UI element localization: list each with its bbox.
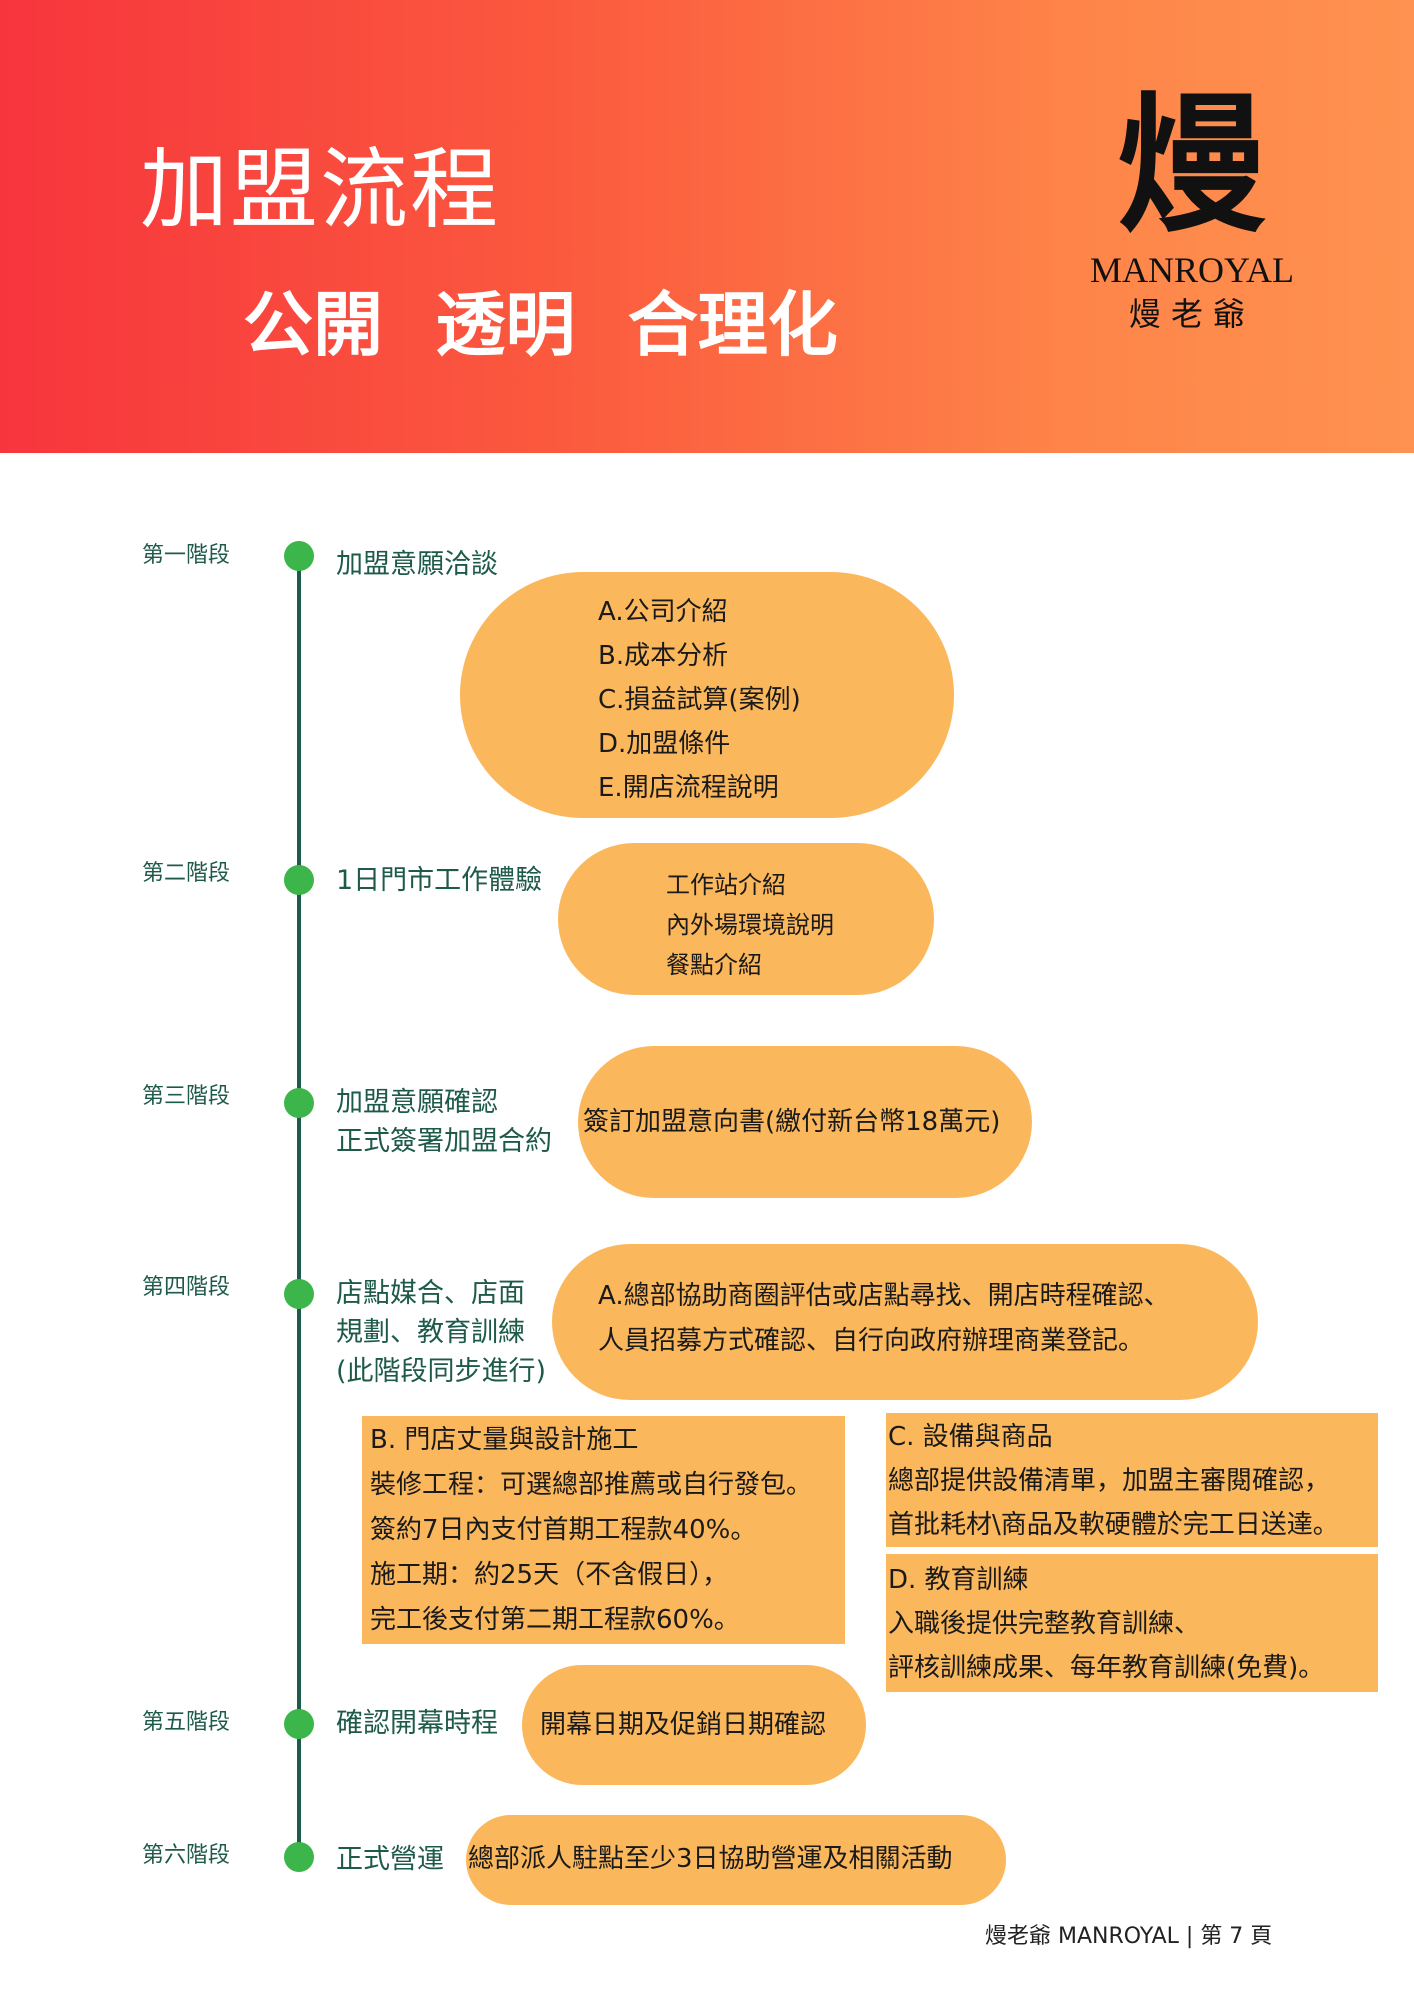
timeline-dot [284,865,314,895]
stage-label: 第三階段 [142,1084,231,1109]
detail-line: 簽訂加盟意向書(繳付新台幣18萬元) [583,1107,1001,1137]
detail-pill: 簽訂加盟意向書(繳付新台幣18萬元) [578,1046,1032,1198]
stage-title-line: 加盟意願確認 [336,1087,498,1118]
detail-line: 餐點介紹 [666,951,762,979]
stage-title: 確認開幕時程 [336,1704,498,1743]
stage-label: 第五階段 [142,1710,231,1735]
box-line: 簽約7日內支付首期工程款40%。 [370,1515,757,1545]
box-line: 總部提供設備清單，加盟主審閱確認， [888,1466,1331,1496]
header-banner: 加盟流程 公開 透明 合理化 熳 MANROYAL 熳老爺 [0,0,1414,453]
logo-glyph: 熳 [1116,77,1267,253]
stage-title-line: 正式簽署加盟合約 [336,1126,552,1157]
brand-logo: 熳 MANROYAL 熳老爺 [1062,90,1322,350]
stage-title-line: 店點媒合、店面 [336,1278,525,1309]
logo-english-name: MANROYAL [1089,250,1294,290]
detail-line: D.加盟條件 [598,729,731,759]
stage-title: 加盟意願確認 正式簽署加盟合約 [336,1083,552,1161]
detail-box-b: B. 門店丈量與設計施工 裝修工程：可選總部推薦或自行發包。 簽約7日內支付首期… [362,1416,845,1644]
stage-title-line: (此階段同步進行) [336,1356,547,1387]
box-line: 施工期：約25天（不含假日）， [370,1560,729,1590]
page-title: 加盟流程 [140,138,501,241]
detail-pill: 工作站介紹 內外場環境說明 餐點介紹 [558,843,934,995]
page-footer: 熳老爺 MANROYAL | 第 7 頁 [985,1924,1273,1949]
detail-line: 內外場環境說明 [666,911,834,939]
stage-title: 店點媒合、店面 規劃、教育訓練 (此階段同步進行) [336,1274,546,1391]
timeline-dot [284,1279,314,1309]
detail-pill: 開幕日期及促銷日期確認 [522,1665,866,1785]
detail-box-c: C. 設備與商品 總部提供設備清單，加盟主審閱確認， 首批耗材\商品及軟硬體於完… [886,1413,1378,1547]
detail-line: A.公司介紹 [598,597,728,627]
stage-title: 1日門市工作體驗 [336,861,542,900]
logo-chinese-name: 熳老爺 [1128,295,1255,333]
detail-line: 人員招募方式確認、自行向政府辦理商業登記。 [598,1326,1145,1356]
detail-line: 開幕日期及促銷日期確認 [540,1710,827,1740]
detail-box-d: D. 教育訓練 入職後提供完整教育訓練、 評核訓練成果、每年教育訓練(免費)。 [886,1554,1378,1692]
stage-label: 第二階段 [142,861,231,886]
box-line: 完工後支付第二期工程款60%。 [370,1605,740,1635]
detail-line: 工作站介紹 [666,871,786,899]
timeline-line [297,555,301,1858]
stage-title-line: 規劃、教育訓練 [336,1317,525,1348]
timeline-dot [284,1709,314,1739]
timeline-dot [284,1842,314,1872]
stage-title-line: 確認開幕時程 [336,1708,498,1739]
stage-label: 第六階段 [142,1843,231,1868]
detail-line: B.成本分析 [598,641,729,671]
stage-title-line: 1日門市工作體驗 [336,865,543,896]
detail-line: C.損益試算(案例) [598,685,801,715]
stage-label: 第一階段 [142,543,231,568]
stage-title: 正式營運 [336,1840,444,1879]
stage-title-line: 正式營運 [336,1844,444,1875]
detail-pill: A.總部協助商圈評估或店點尋找、開店時程確認、 人員招募方式確認、自行向政府辦理… [552,1244,1258,1400]
box-line: 入職後提供完整教育訓練、 [888,1609,1201,1639]
page-subtitle: 公開 透明 合理化 [243,284,838,366]
box-line: 裝修工程：可選總部推薦或自行發包。 [370,1470,813,1500]
detail-line: 總部派人駐點至少3日協助營運及相關活動 [468,1844,953,1874]
detail-line: E.開店流程說明 [598,773,779,803]
stage-label: 第四階段 [142,1275,231,1300]
box-line: 評核訓練成果、每年教育訓練(免費)。 [888,1653,1325,1683]
timeline-dot [284,1088,314,1118]
detail-pill: A.公司介紹 B.成本分析 C.損益試算(案例) D.加盟條件 E.開店流程說明 [460,572,954,818]
timeline-dot [284,541,314,571]
box-line: 首批耗材\商品及軟硬體於完工日送達。 [888,1510,1339,1540]
box-heading: C. 設備與商品 [888,1422,1053,1452]
box-heading: B. 門店丈量與設計施工 [370,1425,639,1455]
box-heading: D. 教育訓練 [888,1565,1029,1595]
detail-line: A.總部協助商圈評估或店點尋找、開店時程確認、 [598,1281,1170,1311]
detail-pill: 總部派人駐點至少3日協助營運及相關活動 [466,1815,1006,1905]
stage-title-line: 加盟意願洽談 [336,549,498,580]
stage-title: 加盟意願洽談 [336,545,498,584]
